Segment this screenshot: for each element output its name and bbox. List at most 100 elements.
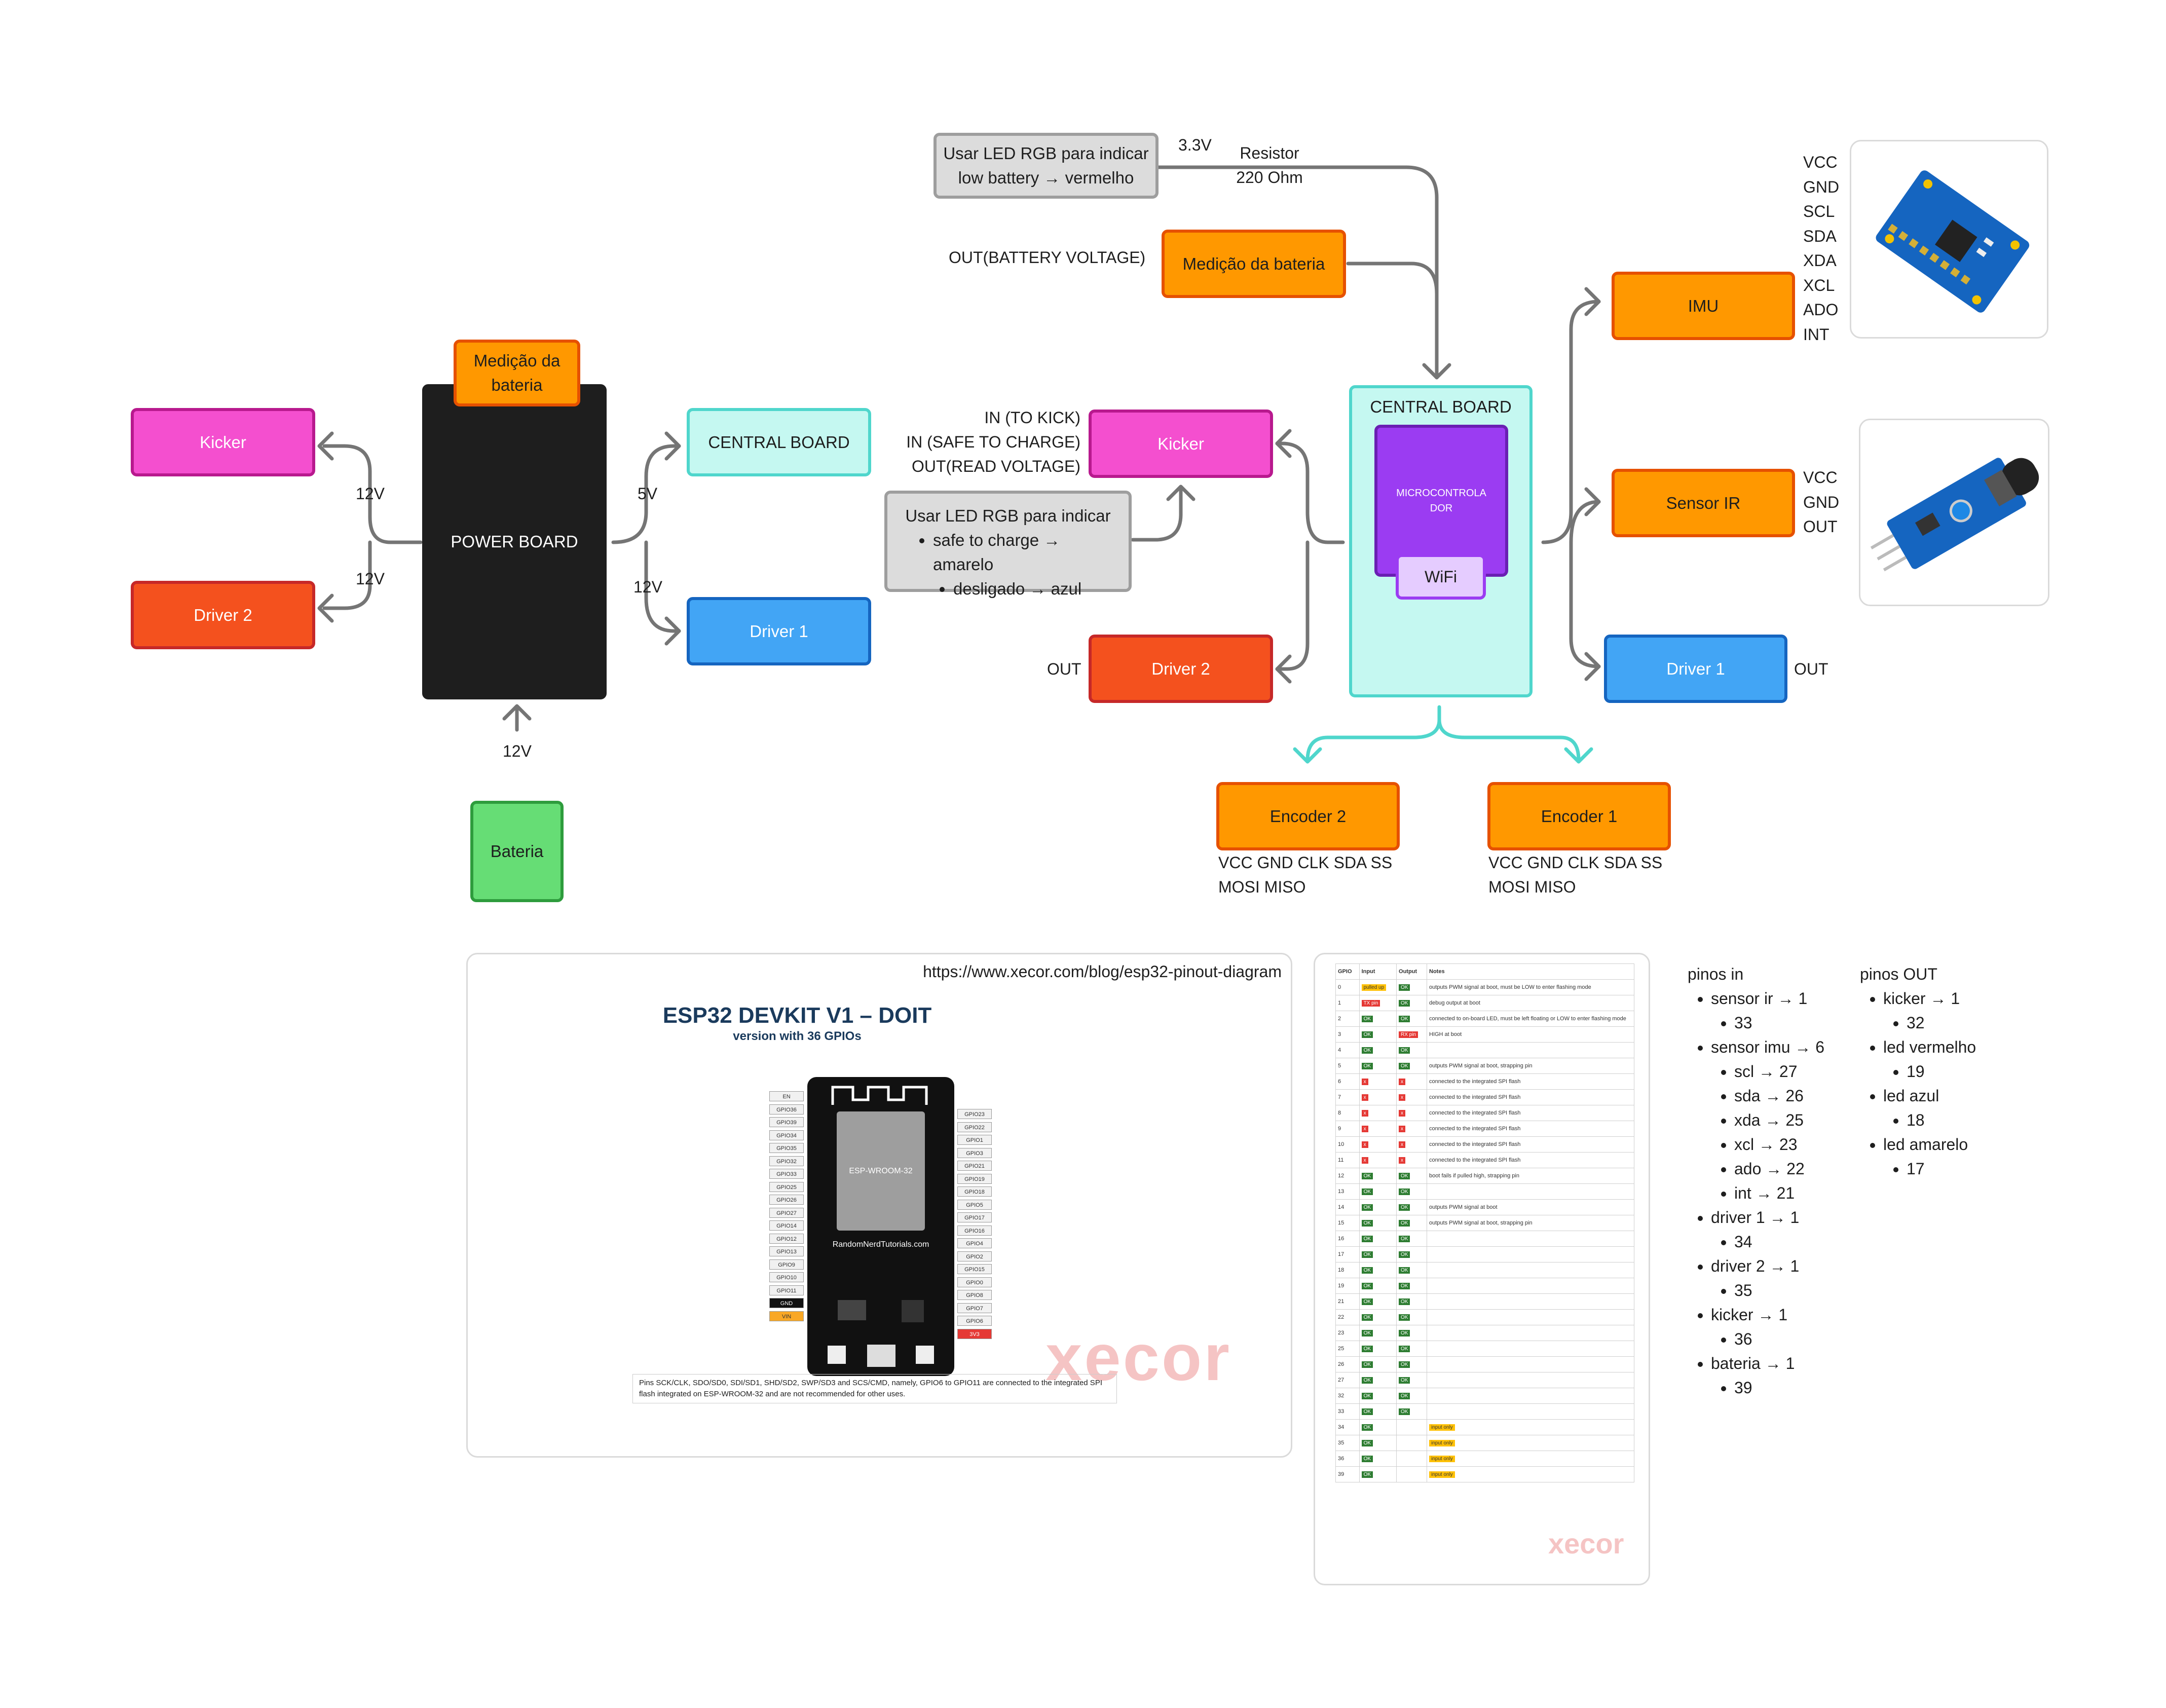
kicker-left[interactable]: Kicker [131, 408, 315, 476]
gpio-table-cell-value: 17 [1338, 1251, 1345, 1257]
gpio-table-cell-value: 22 [1338, 1314, 1345, 1320]
gpio-table-cell: input only [1427, 1435, 1634, 1451]
esp32-right-pin: GPIO2 [957, 1251, 992, 1261]
gpio-table-cell: x [1359, 1089, 1397, 1105]
gpio-table-cell: 16 [1335, 1231, 1360, 1247]
gpio-table-cell-value: 4 [1338, 1047, 1341, 1053]
gpio-table-cell: OK [1359, 1293, 1397, 1310]
esp32-left-pin: GPIO25 [769, 1181, 804, 1192]
esp32-right-pin: GPIO5 [957, 1199, 992, 1210]
gpio-table-cell-value: x [1361, 1109, 1368, 1117]
gpio-table-cell: x [1396, 1152, 1427, 1168]
gpio-table-cell-value: x [1399, 1094, 1406, 1101]
imu-pin-list: VCC GND SCL SDA XDA XCL ADO INT [1803, 150, 1839, 347]
pin-list-sub: 33 [1711, 1011, 1824, 1035]
gpio-table-cell-value: OK [1399, 984, 1410, 991]
gpio-table-cell-value: OK [1361, 1314, 1373, 1321]
microcontrolador[interactable]: MICROCONTROLADOR [1374, 425, 1508, 577]
esp32-source-url[interactable]: https://www.xecor.com/blog/esp32-pinout-… [923, 962, 1282, 981]
driver1-left[interactable]: Driver 1 [687, 597, 871, 665]
kicker-right[interactable]: Kicker [1089, 410, 1273, 478]
encoder2-label: Encoder 2 [1269, 806, 1347, 826]
led-battery-note[interactable]: Usar LED RGB para indicar low battery → … [933, 133, 1159, 199]
gpio-table-cell: OK [1359, 1262, 1397, 1278]
encoder1[interactable]: Encoder 1 [1487, 782, 1671, 850]
esp32-footnote: Pins SCK/CLK, SDO/SD0, SDI/SD1, SHD/SD2,… [632, 1374, 1117, 1403]
gpio-table-cell-value: 0 [1338, 984, 1341, 990]
gpio-table-cell-value: OK [1361, 1282, 1373, 1289]
esp32-right-pin: GPIO3 [957, 1147, 992, 1158]
gpio-table-cell-value: OK [1399, 1267, 1410, 1274]
esp32-board[interactable]: ESP-WROOM-32 RandomNerdTutorials.com [807, 1077, 954, 1376]
gpio-table-cell: OK [1359, 1341, 1397, 1357]
bateria-label: Bateria [490, 842, 544, 861]
gpio-table-cell [1396, 1435, 1427, 1451]
esp32-brand: RandomNerdTutorials.com [832, 1240, 929, 1249]
kicker-pin-3: OUT(READ VOLTAGE) [911, 457, 1080, 475]
central-board-right-label: CENTRAL BOARD [1370, 397, 1512, 416]
gpio-table-cell-value: OK [1361, 1188, 1373, 1195]
pin-list-sub-item: ado → 22 [1734, 1157, 1824, 1181]
esp32-left-pin: GPIO10 [769, 1272, 804, 1282]
gpio-table-cell-value: connected to on-board LED, must be left … [1429, 1016, 1626, 1022]
pin-list-item-label: led amarelo [1883, 1135, 1968, 1154]
esp32-left-pin: GPIO13 [769, 1246, 804, 1256]
gpio-table-cell-value: OK [1361, 1267, 1373, 1274]
gpio-table-cell [1427, 1341, 1634, 1357]
gpio-table-cell-value: x [1399, 1141, 1406, 1148]
esp32-watermark: xecor [1045, 1320, 1231, 1394]
pin-list-sub-item: sda → 26 [1734, 1084, 1824, 1108]
arrow-central-to-encoder1 [1437, 718, 1581, 762]
gpio-table-cell-value: x [1361, 1078, 1368, 1085]
encoder2[interactable]: Encoder 2 [1216, 782, 1400, 850]
gpio-table-cell: OK [1396, 1325, 1427, 1341]
driver2-left[interactable]: Driver 2 [131, 581, 315, 649]
imu[interactable]: IMU [1612, 272, 1795, 340]
pin-list-sub-item: 35 [1734, 1278, 1824, 1303]
gpio-table-cell-value: x [1361, 1157, 1368, 1164]
wifi-module[interactable]: WiFi [1396, 554, 1486, 600]
gpio-table-cell: 27 [1335, 1372, 1360, 1388]
arrow-power-to-driver2 [322, 540, 372, 610]
pin-list-item-label: sensor imu → 6 [1711, 1038, 1825, 1056]
gpio-table-cell-value: 9 [1338, 1126, 1341, 1132]
power-board[interactable]: POWER BOARD [422, 384, 607, 699]
medicao-bateria-power[interactable]: Medição da bateria [454, 340, 580, 406]
gpio-table-cell: input only [1427, 1451, 1634, 1467]
medicao-bateria-right[interactable]: Medição da bateria [1162, 230, 1346, 298]
bateria[interactable]: Bateria [470, 801, 564, 902]
led-kicker-note[interactable]: Usar LED RGB para indicar safe to charge… [884, 491, 1132, 598]
imu-pin: INT [1803, 325, 1829, 344]
gpio-table-cell-value: OK [1361, 1251, 1373, 1258]
pin-list-sub-item: xcl → 23 [1734, 1132, 1824, 1157]
central-board-left[interactable]: CENTRAL BOARD [687, 408, 871, 476]
gpio-table-cell: 32 [1335, 1388, 1360, 1404]
pin-list-sub-item: int → 21 [1734, 1181, 1824, 1205]
driver2-right[interactable]: Driver 2 [1089, 635, 1273, 703]
gpio-table-cell: OK [1359, 1419, 1397, 1435]
gpio-table-cell: OK [1396, 1011, 1427, 1027]
gpio-table-cell: pulled up [1359, 979, 1397, 995]
gpio-table-cell: OK [1396, 1372, 1427, 1388]
gpio-table-cell: TX pin [1359, 995, 1397, 1011]
medicao-bateria-power-label: Medição da bateria [473, 351, 561, 394]
pin-list-sub: 39 [1711, 1376, 1824, 1400]
gpio-table-cell-value: x [1399, 1157, 1406, 1164]
gpio-table-cell [1427, 1246, 1634, 1263]
gpio-table-cell: 5 [1335, 1058, 1360, 1074]
gpio-table-cell-value: x [1399, 1109, 1406, 1117]
driver1-right[interactable]: Driver 1 [1604, 635, 1787, 703]
pin-list-item: sensor imu → 6scl → 27sda → 26xda → 25xc… [1711, 1035, 1824, 1205]
sensor-ir[interactable]: Sensor IR [1612, 469, 1795, 537]
pin-list-item: led azul18 [1883, 1084, 1976, 1132]
gpio-table-cell: OK [1359, 1372, 1397, 1388]
gpio-table-cell-value: OK [1399, 1314, 1410, 1321]
esp32-left-pin: GPIO33 [769, 1169, 804, 1179]
